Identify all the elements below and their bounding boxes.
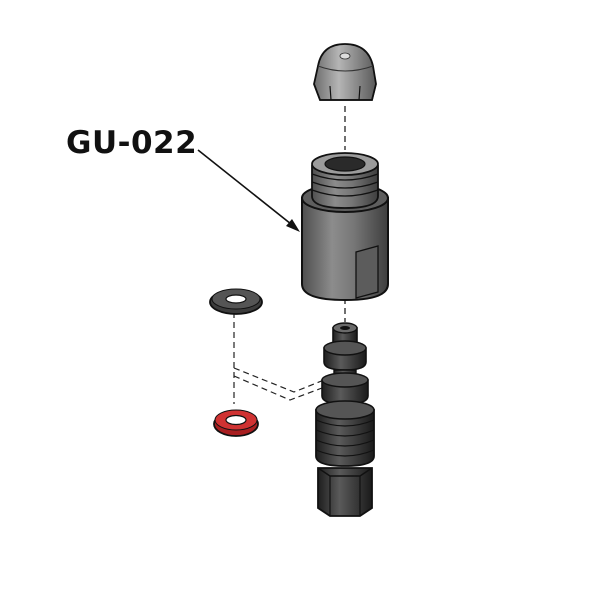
acorn-cap bbox=[313, 43, 377, 101]
axis-line-washers bbox=[233, 312, 325, 404]
leader-arrow bbox=[197, 149, 300, 232]
part-number-label: GU-022 bbox=[66, 125, 198, 161]
threaded-stem bbox=[315, 322, 375, 517]
flat-washer bbox=[209, 288, 263, 315]
red-o-ring bbox=[213, 409, 259, 437]
body-sleeve bbox=[301, 152, 389, 302]
